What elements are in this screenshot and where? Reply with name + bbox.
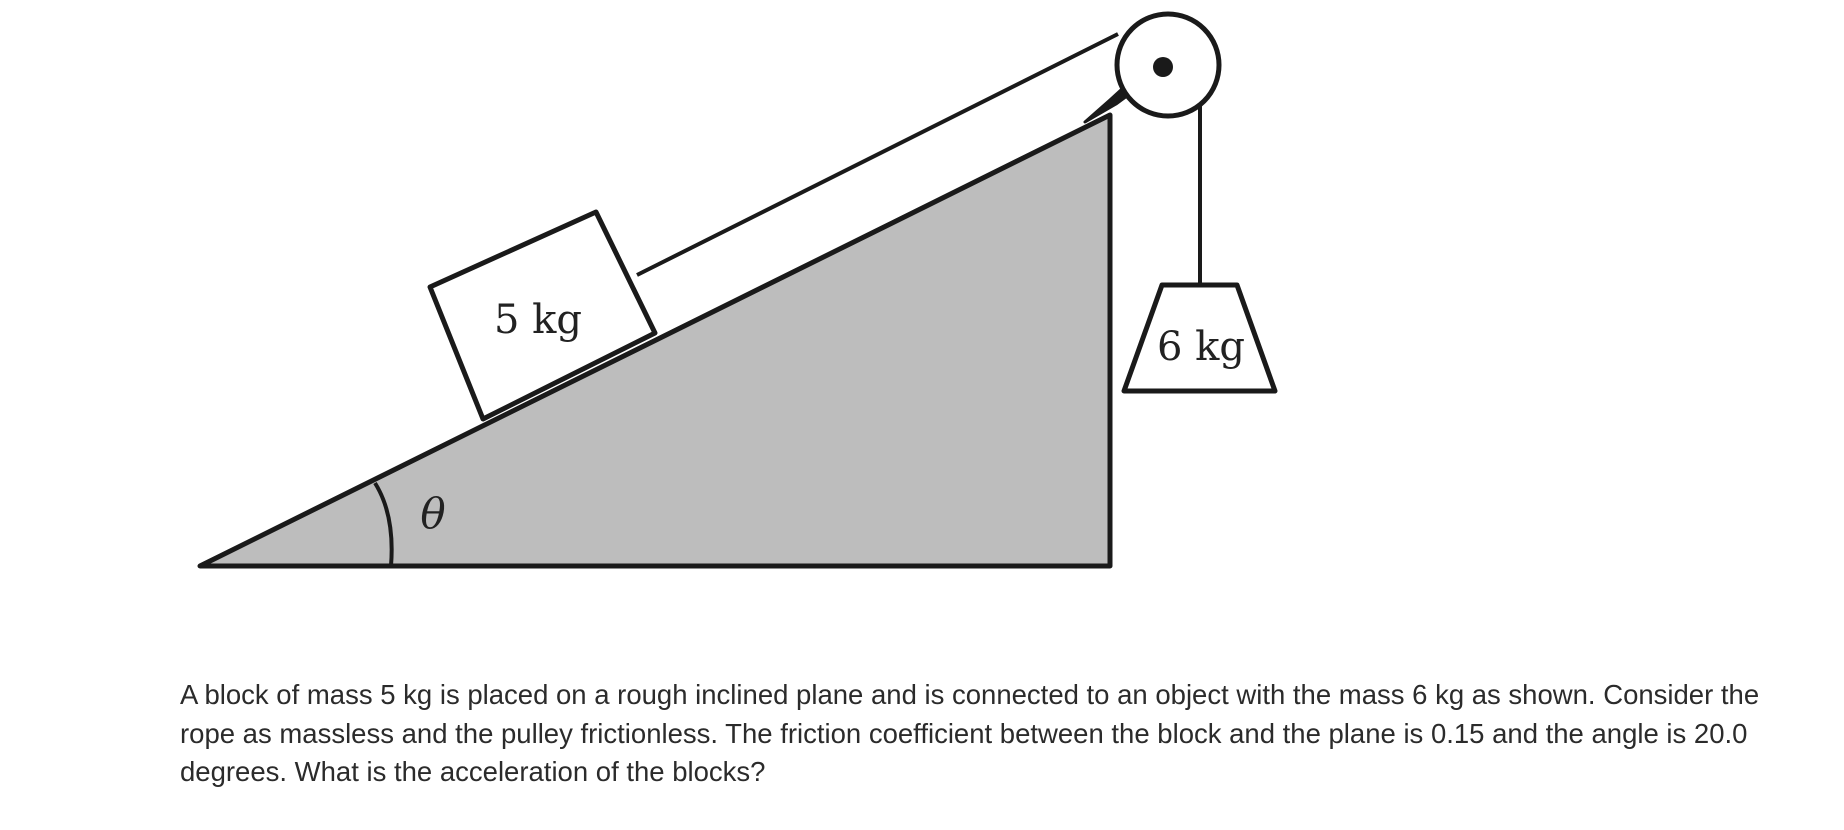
hanging-mass-6kg-label: 6 kg	[1157, 324, 1245, 370]
rope-incline	[636, 32, 1119, 277]
angle-theta-label: θ	[420, 489, 445, 538]
block-5kg-label: 5 kg	[494, 297, 582, 343]
angle-arc	[373, 481, 394, 567]
pulley-axle	[1153, 57, 1173, 77]
hanging-mass-6kg	[1121, 282, 1278, 394]
inclined-plane	[197, 112, 1113, 569]
block-5kg	[427, 209, 658, 422]
problem-statement: A block of mass 5 kg is placed on a roug…	[180, 679, 1760, 787]
